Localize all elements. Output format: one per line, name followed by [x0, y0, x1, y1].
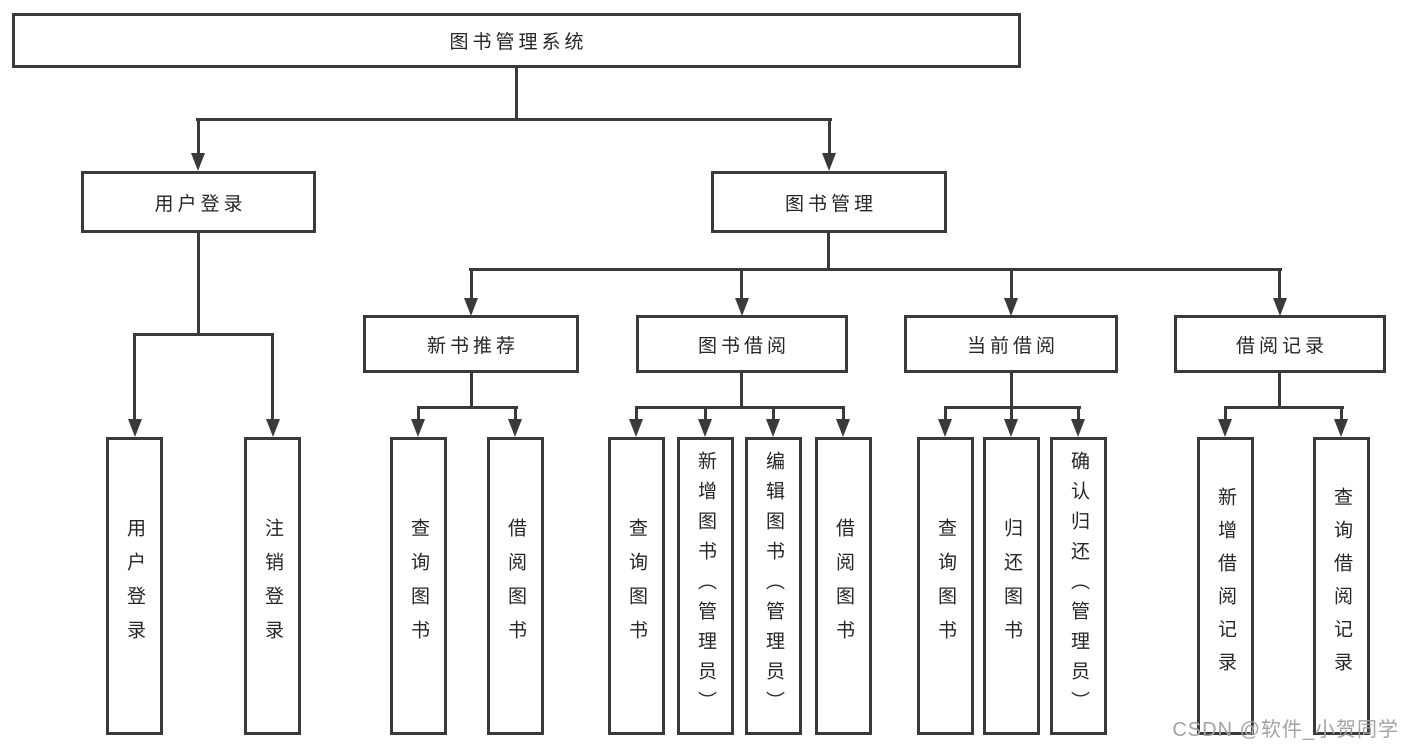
connector-line [1278, 268, 1281, 300]
connector-line [417, 406, 420, 422]
leaf-label: 查询图书 [935, 518, 956, 654]
connector-line [1010, 268, 1013, 300]
arrow-down-icon [1004, 298, 1018, 316]
node-library-management-system: 图书管理系统 [12, 13, 1021, 68]
connector-line [1340, 406, 1343, 422]
leaf-label: 借阅图书 [505, 518, 526, 654]
leaf-logout: 注销登录 [244, 437, 301, 735]
connector-line [133, 333, 136, 421]
connector-line [1224, 406, 1344, 409]
leaf-query-books: 查询图书 [917, 437, 974, 735]
leaf-edit-books-admin: 编辑图书（管理员） [745, 437, 802, 735]
node-new-book-recommend: 新书推荐 [363, 315, 579, 373]
connector-line [1010, 373, 1013, 409]
arrow-down-icon [938, 419, 952, 437]
node-book-borrowing: 图书借阅 [636, 315, 848, 373]
leaf-label: 归还图书 [1001, 518, 1022, 654]
connector-line [828, 118, 831, 154]
connector-line [470, 373, 473, 409]
connector-line [944, 406, 947, 422]
connector-line [827, 233, 830, 271]
arrow-down-icon [629, 419, 643, 437]
leaf-label: 注销登录 [262, 518, 283, 654]
arrow-down-icon [1334, 419, 1348, 437]
arrow-down-icon [1004, 419, 1018, 437]
arrow-down-icon [1218, 419, 1232, 437]
leaf-label: 用户登录 [124, 518, 145, 654]
leaf-label: 新增图书（管理员） [695, 451, 716, 721]
leaf-label: 编辑图书（管理员） [763, 451, 784, 721]
connector-line [772, 406, 775, 422]
connector-line [271, 333, 274, 421]
connector-line [1224, 406, 1227, 422]
connector-line [740, 268, 743, 300]
connector-line [1010, 406, 1013, 422]
leaf-add-books-admin: 新增图书（管理员） [677, 437, 734, 735]
connector-line [1278, 373, 1281, 409]
leaf-return-books: 归还图书 [983, 437, 1040, 735]
arrow-down-icon [508, 419, 522, 437]
arrow-down-icon [411, 419, 425, 437]
connector-line [704, 406, 707, 422]
node-user-login: 用户登录 [81, 171, 316, 233]
leaf-label: 查询图书 [408, 518, 429, 654]
arrow-down-icon [266, 419, 280, 437]
connector-line [514, 406, 517, 422]
leaf-query-borrow-record: 查询借阅记录 [1313, 437, 1370, 735]
connector-line [469, 268, 1282, 271]
arrow-down-icon [766, 419, 780, 437]
arrow-down-icon [735, 298, 749, 316]
node-current-borrowing: 当前借阅 [904, 315, 1118, 373]
connector-line [515, 68, 518, 120]
leaf-query-books: 查询图书 [608, 437, 665, 735]
leaf-label: 新增借阅记录 [1215, 487, 1236, 685]
arrow-down-icon [698, 419, 712, 437]
leaf-user-login: 用户登录 [106, 437, 163, 735]
arrow-down-icon [1071, 419, 1085, 437]
connector-line [470, 268, 473, 300]
arrow-down-icon [1273, 298, 1287, 316]
arrow-down-icon [822, 153, 836, 171]
leaf-label: 查询借阅记录 [1331, 487, 1352, 685]
connector-line [635, 406, 638, 422]
connector-line [740, 373, 743, 409]
connector-line [197, 118, 200, 154]
leaf-query-books: 查询图书 [390, 437, 447, 735]
connector-line [196, 118, 832, 121]
leaf-label: 借阅图书 [833, 518, 854, 654]
watermark: CSDN @软件_小贺同学 [1172, 719, 1399, 741]
arrow-down-icon [191, 153, 205, 171]
connector-line [197, 233, 200, 335]
leaf-label: 查询图书 [626, 518, 647, 654]
leaf-add-borrow-record: 新增借阅记录 [1197, 437, 1254, 735]
connector-line [133, 333, 274, 336]
arrow-down-icon [836, 419, 850, 437]
connector-line [842, 406, 845, 422]
node-book-management: 图书管理 [711, 171, 947, 233]
connector-line [417, 406, 518, 409]
arrow-down-icon [128, 419, 142, 437]
connector-line [1077, 406, 1080, 422]
arrow-down-icon [464, 298, 478, 316]
connector-line [635, 406, 845, 409]
leaf-confirm-return-admin: 确认归还（管理员） [1050, 437, 1107, 735]
leaf-label: 确认归还（管理员） [1068, 451, 1089, 721]
node-borrow-records: 借阅记录 [1174, 315, 1386, 373]
leaf-borrow-books: 借阅图书 [815, 437, 872, 735]
leaf-borrow-books: 借阅图书 [487, 437, 544, 735]
